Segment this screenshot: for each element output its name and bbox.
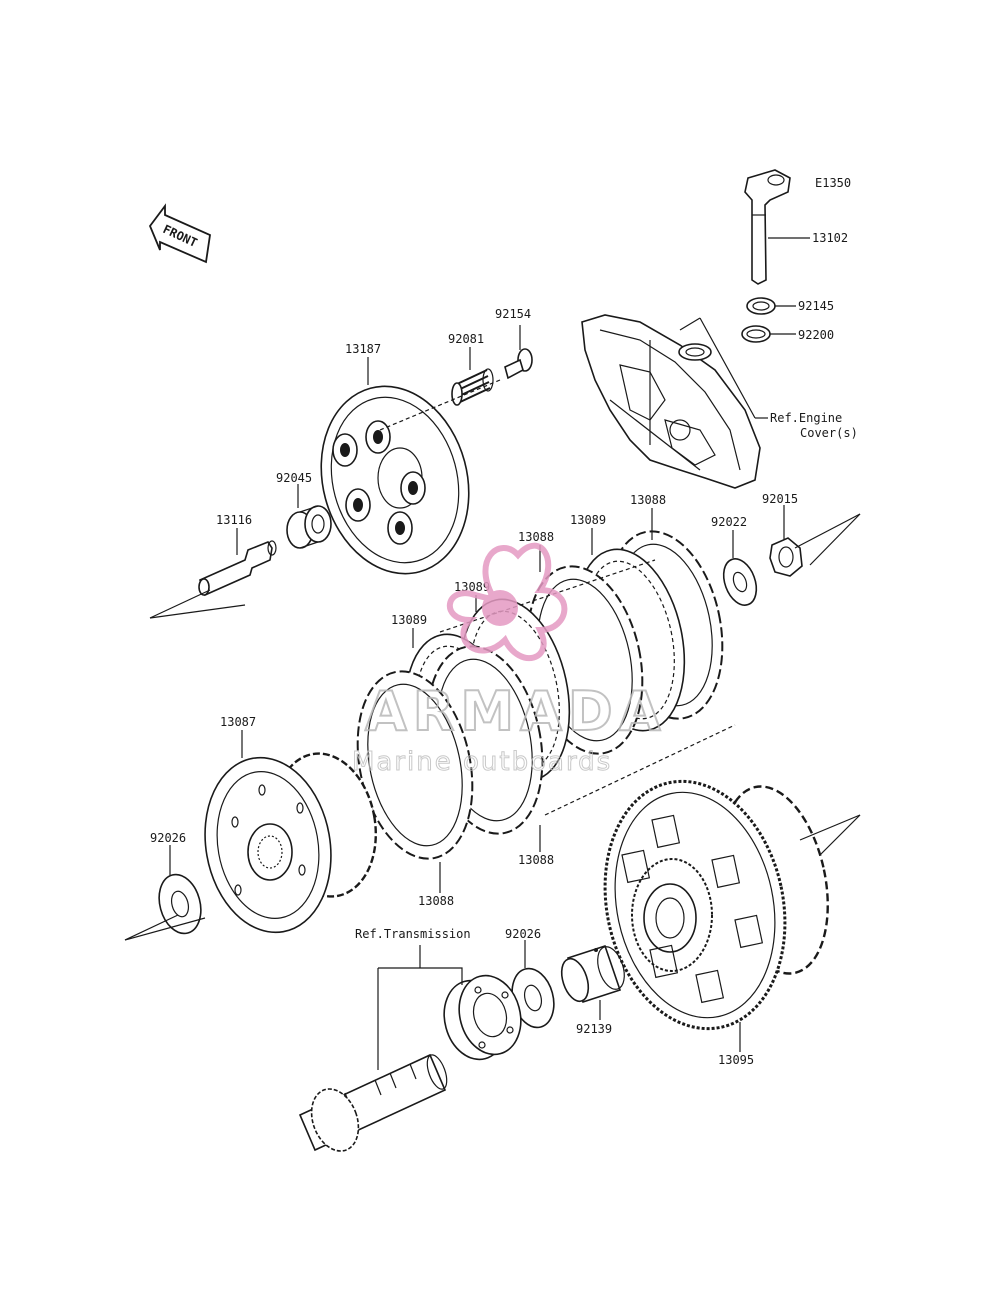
label-13187: 13187 [345, 342, 381, 356]
washer-92026-a [158, 873, 202, 935]
label-92081: 92081 [448, 332, 484, 346]
sleeve-92139 [560, 944, 625, 1004]
label-13088-b: 13088 [518, 530, 554, 544]
label-13089-c: 13089 [391, 613, 427, 627]
clutch-hub-13087 [204, 752, 378, 934]
clutch-housing-13095 [603, 779, 829, 1031]
washer-92022 [722, 558, 758, 606]
label-13087: 13087 [220, 715, 256, 729]
watermark-brand: ARMADA [365, 680, 667, 743]
oil-seal-92145 [746, 297, 776, 315]
release-shaft [744, 169, 791, 285]
label-13088-d: 13088 [518, 853, 554, 867]
label-92139: 92139 [576, 1022, 612, 1036]
label-92015: 92015 [762, 492, 798, 506]
spring-92081 [451, 368, 494, 406]
washer-92026-b [511, 967, 555, 1029]
label-13089-a: 13089 [570, 513, 606, 527]
label-92026-a: 92026 [150, 831, 186, 845]
label-92026-b: 92026 [505, 927, 541, 941]
label-92154: 92154 [495, 307, 531, 321]
ref-transmission: Ref.Transmission [355, 927, 471, 941]
label-92145: 92145 [798, 299, 834, 313]
transmission-bearing [443, 974, 522, 1061]
label-13116: 13116 [216, 513, 252, 527]
transmission-shaft [298, 1053, 448, 1152]
label-13088-c: 13088 [418, 894, 454, 908]
bolt-92154 [504, 348, 533, 380]
washer-92200 [741, 325, 771, 343]
bearing-92045 [286, 505, 332, 549]
watermark-sub: Marine outboards [352, 747, 612, 777]
front-arrow-icon: FRONT [148, 203, 211, 264]
label-13102: 13102 [812, 231, 848, 245]
ref-engine-line1: Ref.Engine [770, 411, 842, 425]
ref-engine-line2: Cover(s) [800, 426, 858, 440]
label-92200: 92200 [798, 328, 834, 342]
armada-watermark-logo: ARMADA Marine outboards [352, 542, 667, 778]
label-13088-a: 13088 [630, 493, 666, 507]
friction-plate-13088-c [356, 670, 474, 860]
pressure-plate-13187 [320, 385, 470, 575]
engine-cover [581, 314, 761, 489]
label-13095: 13095 [718, 1053, 754, 1067]
label-92022: 92022 [711, 515, 747, 529]
diagram-code: E1350 [815, 176, 851, 190]
label-92045: 92045 [276, 471, 312, 485]
nut-92015 [769, 537, 803, 577]
